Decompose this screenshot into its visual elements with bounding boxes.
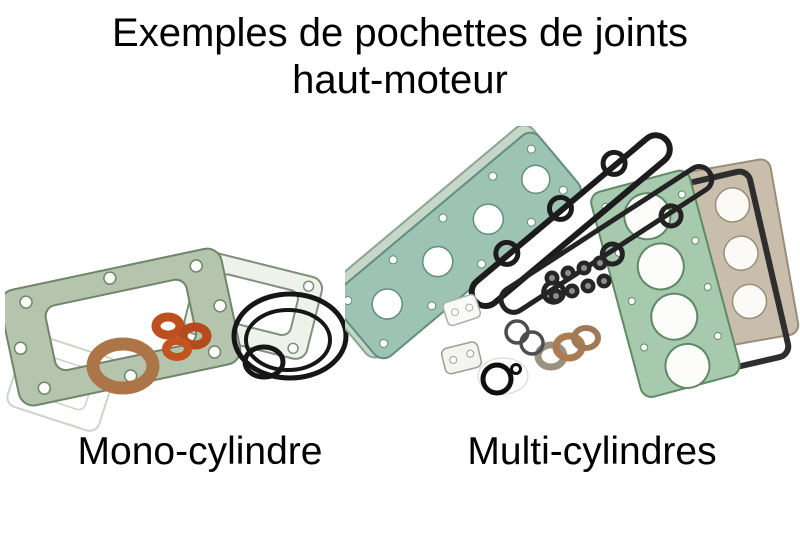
title-line1: Exemples de pochettes de joints xyxy=(112,11,688,55)
mono-cylinder-gaskets-illustration xyxy=(5,247,349,432)
multi-cylinder-photo xyxy=(345,126,800,423)
metal-washers xyxy=(534,325,601,371)
multi-cylinder-gaskets-illustration xyxy=(345,126,800,398)
valve-stem-seals xyxy=(544,255,612,304)
multi-cylinder-label: Multi-cylindres xyxy=(467,430,717,473)
oil-seal-ring xyxy=(477,357,529,396)
title-line2: haut-moteur xyxy=(292,58,508,102)
mono-cylinder-photo xyxy=(5,226,350,433)
clutch-cover-gaskets-teal xyxy=(345,126,582,360)
copper-washer xyxy=(86,337,160,395)
small-o-rings xyxy=(504,319,545,356)
small-paper-gasket-2 xyxy=(440,341,483,375)
multi-bore-head-gasket xyxy=(590,169,741,398)
exhaust-gasket-rings xyxy=(151,312,212,361)
cylinder-base-gasket xyxy=(5,247,242,407)
small-paper-gasket-1 xyxy=(442,293,482,327)
black-o-rings xyxy=(231,291,349,381)
mono-cylinder-label: Mono-cylindre xyxy=(77,430,323,473)
